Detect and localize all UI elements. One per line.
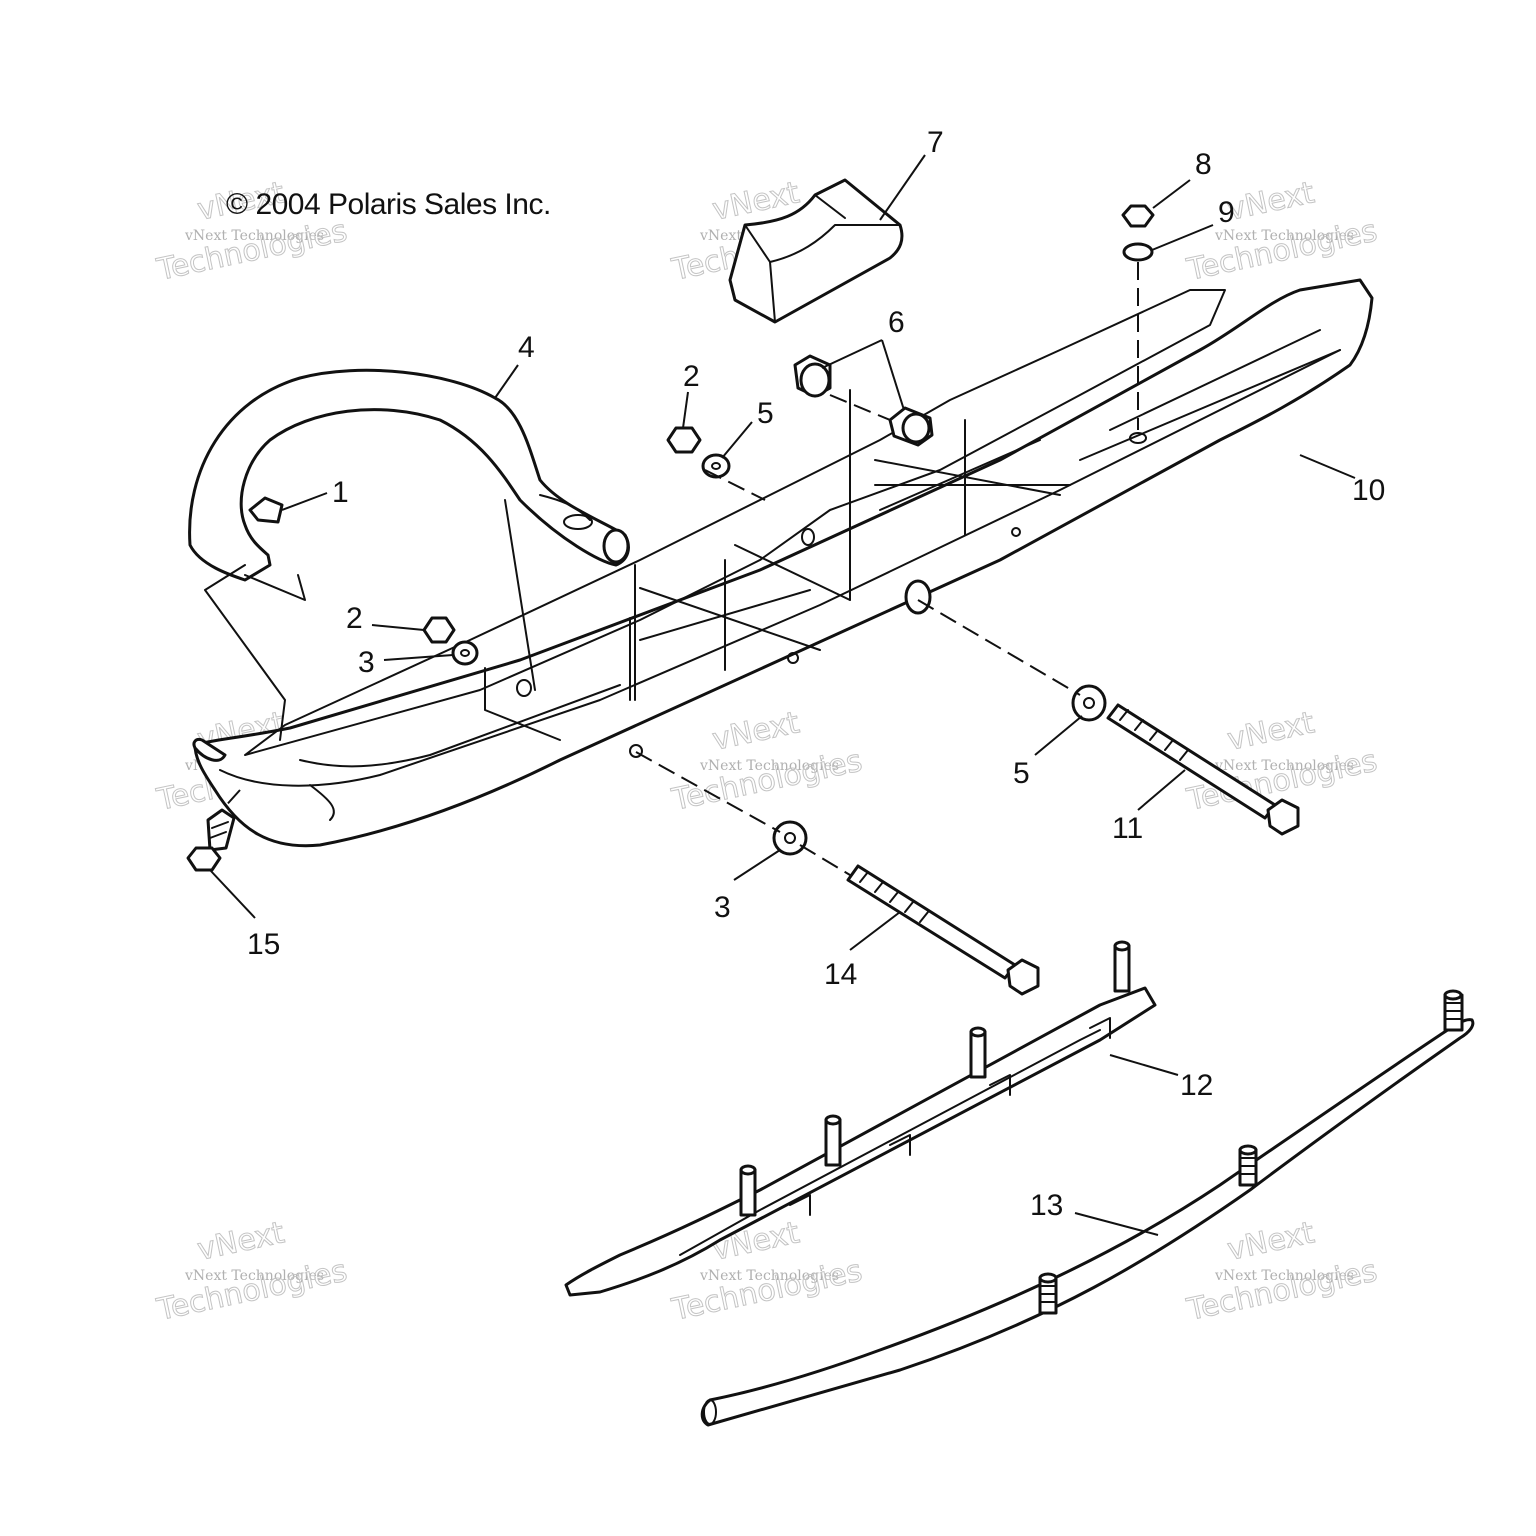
- callout-13: 13: [1030, 1189, 1063, 1222]
- svg-text:vNext Technologies: vNext Technologies: [184, 1268, 324, 1284]
- callout-numbers: 1 2 2 3 3 4 5 5 6 7 8 9 10 11 12 13 14 1…: [247, 126, 1385, 1222]
- callout-14: 14: [824, 958, 857, 991]
- svg-text:vNext: vNext: [1224, 1215, 1317, 1268]
- watermark: vNext vNext Technologies Technologies: [1183, 1215, 1381, 1329]
- svg-text:vNext: vNext: [709, 705, 802, 758]
- svg-text:Technologies: Technologies: [153, 214, 350, 289]
- svg-text:vNext Technologies: vNext Technologies: [699, 1268, 839, 1284]
- screw: [186, 808, 236, 872]
- callout-9: 9: [1218, 196, 1235, 229]
- assembly-lines: [204, 262, 1139, 876]
- bolt-long: [1106, 703, 1300, 836]
- ski-body: [192, 278, 1374, 848]
- svg-text:vNext Technologies: vNext Technologies: [184, 228, 324, 244]
- svg-text:Technologies: Technologies: [153, 1254, 350, 1329]
- callout-15: 15: [247, 928, 280, 961]
- runner: [700, 989, 1475, 1427]
- svg-text:vNext Technologies: vNext Technologies: [1214, 228, 1354, 244]
- clip-part: [248, 496, 284, 524]
- hardware: [422, 204, 1155, 856]
- svg-text:Technologies: Technologies: [1183, 1254, 1380, 1329]
- callout-2-lower: 2: [346, 602, 363, 635]
- callout-11: 11: [1112, 812, 1143, 845]
- callout-5-upper: 5: [757, 397, 774, 430]
- svg-text:vNext Technologies: vNext Technologies: [699, 758, 839, 774]
- watermark: vNext vNext Technologies Technologies: [153, 1215, 351, 1329]
- callout-7: 7: [927, 126, 944, 159]
- callout-5-right: 5: [1013, 757, 1030, 790]
- ski-handle: [188, 368, 630, 601]
- callout-8: 8: [1195, 148, 1212, 181]
- callout-leaders: [209, 154, 1356, 1236]
- callout-3-middle: 3: [714, 891, 731, 924]
- svg-text:vNext: vNext: [1224, 705, 1317, 758]
- svg-text:vNext: vNext: [1224, 175, 1317, 228]
- watermark: vNext vNext Technologies Technologies: [668, 705, 866, 819]
- svg-text:Technologies: Technologies: [668, 744, 865, 819]
- callout-12: 12: [1180, 1069, 1213, 1102]
- svg-text:vNext Technologies: vNext Technologies: [1214, 758, 1354, 774]
- callout-4: 4: [518, 331, 535, 364]
- bolt-short: [846, 864, 1040, 996]
- callout-3-lower: 3: [358, 646, 375, 679]
- svg-text:Technologies: Technologies: [668, 1254, 865, 1329]
- wear-bar: [564, 940, 1157, 1297]
- copyright-notice: © 2004 Polaris Sales Inc.: [226, 188, 551, 221]
- callout-6: 6: [888, 306, 905, 339]
- svg-text:vNext: vNext: [194, 1215, 287, 1268]
- svg-text:Technologies: Technologies: [1183, 214, 1380, 289]
- svg-text:vNext Technologies: vNext Technologies: [1214, 1268, 1354, 1284]
- watermark: vNext vNext Technologies Technologies: [1183, 175, 1381, 289]
- callout-2-upper: 2: [683, 360, 700, 393]
- callout-10: 10: [1352, 474, 1385, 507]
- bushings: [793, 354, 934, 447]
- spacer-block: [728, 178, 904, 324]
- callout-1: 1: [332, 476, 349, 509]
